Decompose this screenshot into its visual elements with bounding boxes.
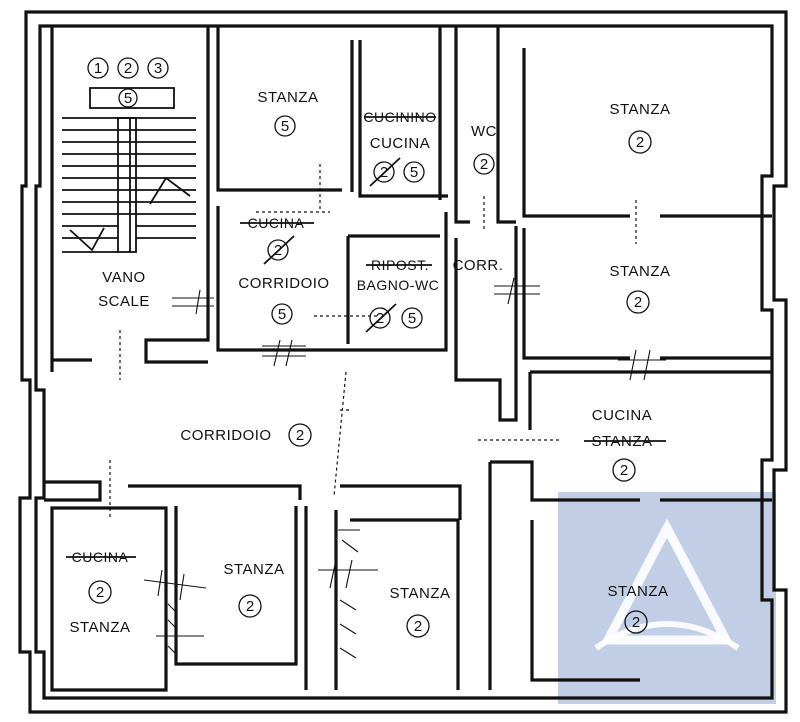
code-circle bbox=[473, 153, 495, 175]
right-block-wall bbox=[488, 460, 772, 690]
ripost-wall bbox=[346, 234, 440, 344]
code-circle bbox=[147, 57, 169, 79]
watermark bbox=[558, 492, 776, 704]
code-text: 5 bbox=[281, 118, 289, 135]
room-label: STANZA bbox=[257, 89, 318, 106]
code-circle bbox=[271, 303, 293, 325]
code-circle bbox=[118, 88, 138, 108]
code-circle bbox=[369, 307, 391, 329]
room-label: STANZA bbox=[609, 263, 670, 280]
code-text: 2 bbox=[620, 462, 628, 479]
room-label: CUCINA bbox=[370, 135, 431, 152]
cucina-top-wall bbox=[358, 26, 448, 200]
code-text: 5 bbox=[124, 90, 132, 107]
room-label: STANZA bbox=[609, 101, 670, 118]
stair-right-wall bbox=[144, 26, 210, 364]
outer-wall bbox=[18, 10, 788, 714]
code-circle bbox=[238, 594, 262, 618]
code-text: 2 bbox=[632, 614, 640, 631]
stair-drawing bbox=[62, 87, 196, 253]
room-label: CORR. bbox=[453, 257, 504, 274]
code-text: 3 bbox=[154, 60, 162, 77]
code-circle bbox=[406, 614, 430, 638]
room-label: WC bbox=[471, 123, 497, 140]
stair-hall-wall bbox=[50, 26, 92, 372]
room-label: CORRIDOIO bbox=[238, 275, 329, 292]
room-label: STANZA bbox=[389, 585, 450, 602]
stanza-right-mid-wall bbox=[522, 228, 772, 360]
code-text: 1 bbox=[94, 60, 102, 77]
code-circle bbox=[401, 307, 423, 329]
code-circle bbox=[88, 580, 112, 604]
stanza-top-mid-wall bbox=[216, 26, 354, 192]
code-circle bbox=[626, 290, 650, 314]
door-markings bbox=[109, 164, 666, 659]
corr-wall bbox=[454, 226, 518, 422]
code-circle bbox=[612, 458, 636, 482]
triangle-logo-icon bbox=[594, 518, 740, 651]
stanza-bottom-left-wall bbox=[50, 506, 168, 692]
stanza-top-right-wall bbox=[522, 48, 772, 218]
wc-wall bbox=[454, 26, 516, 224]
room-label: CORRIDOIO bbox=[180, 427, 271, 444]
code-circle bbox=[373, 161, 395, 183]
code-text: 2 bbox=[246, 598, 254, 615]
code-text: 5 bbox=[278, 306, 286, 323]
room-label: CUCINA bbox=[592, 407, 653, 424]
stanza-bottom-3-wall bbox=[304, 506, 460, 690]
code-circle bbox=[288, 423, 312, 447]
stair-codes: 1 2 3 5 bbox=[87, 57, 169, 108]
code-circle bbox=[87, 57, 109, 79]
room-label: STANZA bbox=[607, 583, 668, 600]
code-text: 2 bbox=[480, 156, 488, 173]
code-text: 2 bbox=[634, 294, 642, 311]
code-circle bbox=[624, 610, 648, 634]
scale-label: SCALE bbox=[98, 293, 150, 310]
code-circle bbox=[267, 239, 289, 261]
walls bbox=[18, 10, 788, 714]
room-label: BAGNO-WC bbox=[357, 277, 440, 293]
stanza-bottom-2-wall bbox=[174, 506, 298, 666]
code-circle bbox=[628, 130, 652, 154]
code-text: 2 bbox=[124, 60, 132, 77]
code-circle bbox=[117, 57, 139, 79]
corridoio-upper-wall bbox=[216, 206, 448, 352]
code-text: 2 bbox=[296, 427, 304, 444]
room-label: STANZA bbox=[223, 561, 284, 578]
code-text: 5 bbox=[410, 164, 418, 181]
vano-label: VANO bbox=[102, 269, 145, 286]
code-text: 2 bbox=[636, 134, 644, 151]
code-text: 2 bbox=[96, 584, 104, 601]
room-label: STANZA bbox=[69, 619, 130, 636]
stair-box bbox=[89, 87, 175, 109]
corridoio-main-wall bbox=[44, 480, 462, 520]
code-circle bbox=[403, 161, 425, 183]
outer-wall-inner bbox=[34, 24, 774, 700]
code-text: 2 bbox=[414, 618, 422, 635]
code-text: 5 bbox=[408, 310, 416, 327]
code-circle bbox=[274, 115, 296, 137]
